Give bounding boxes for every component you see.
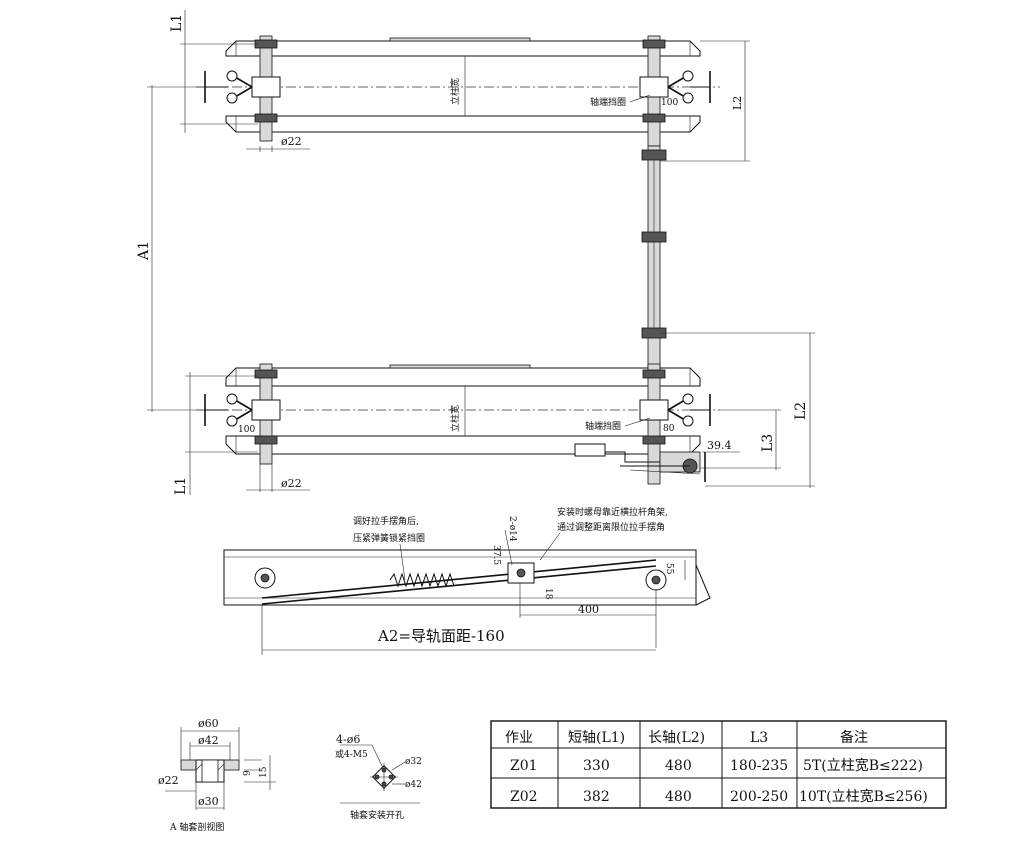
bottom-l1-label: L1 [173,477,189,495]
table-row-2-remark: 10T(立柱宽B≤256) [799,788,928,805]
detail-a-phi30: ø30 [198,795,219,808]
table-row-1-long: 480 [665,758,692,774]
side-spring [389,572,455,588]
table-row-1-job: Z01 [510,758,538,774]
top-l1-dimension: L1 [169,10,258,133]
table-header-job: 作业 [505,730,533,746]
detail-a-dim-9: 9 [243,770,253,776]
a1-label: A1 [136,241,152,261]
side-dim-18: 18 [543,588,553,600]
bottom-rail-lower [225,435,701,455]
side-dim-55: 55 [664,563,674,575]
table-row-1-short: 330 [583,758,610,774]
bottom-axle-end-stop-label: 轴端挡圈 [585,420,621,432]
bottom-dim-100: 100 [238,425,255,435]
side-note-right-2: 通过调整距离限位拉手摆角 [557,521,665,533]
side-note-left-2: 压紧弹簧锁紧挡圈 [353,532,425,544]
top-assembly: 立柱宽 轴端挡圈 100 ø22 [196,35,720,152]
detail-a-phi22: ø22 [158,774,179,787]
detail-a-dim-15: 15 [259,766,269,778]
table-row-1-remark: 5T(立柱宽B≤222) [803,757,923,774]
top-l1-label: L1 [169,14,185,32]
table-header-long-axle: 长轴(L2) [648,730,705,746]
top-dim-100: 100 [661,98,678,108]
bottom-dim-phi22: ø22 [281,477,302,490]
a1-dimension: A1 [136,85,205,412]
table-row-2-job: Z02 [510,789,538,805]
bottom-l2-label: L2 [793,402,809,420]
l3-label: L3 [760,434,776,452]
side-note-right-1: 安装时螺母靠近横拉杆角架, [557,506,668,518]
table-header-short-axle: 短轴(L1) [568,730,625,746]
side-note-left-1: 调好拉手摆角后, [353,515,419,527]
detail-hole-pattern: 4-ø6 或4-M5 ø32 ø42 轴套安装开孔 [335,733,422,821]
dim-39-4: 39.4 [707,439,732,452]
holes-phi42: ø42 [405,780,422,790]
table-header-l3: L3 [750,730,768,746]
holes-label-main: 4-ø6 [336,733,360,746]
top-dim-phi22: ø22 [281,135,302,148]
table-row-2-long: 480 [665,789,692,805]
top-rail-lower [225,115,701,133]
spec-table: 作业 短轴(L1) 长轴(L2) L3 备注 Z01 330 480 180-2… [490,720,947,809]
top-right-handle [667,76,686,98]
table-header-remark: 备注 [840,729,868,746]
table-row-2-l3: 200-250 [730,789,788,805]
top-rail-upper [225,40,701,57]
side-dim-2-phi14: 2-ø14 [507,516,517,542]
l3-dimension: L3 39.4 [700,409,781,470]
detail-a-caption: A 轴套剖视图 [169,821,224,833]
bottom-l2-dimension: L2 [660,332,815,488]
top-rail-bar [389,37,531,42]
bottom-dim-80: 80 [663,424,675,434]
bottom-l1-dimension: L1 [173,372,258,495]
table-row-2-short: 382 [583,789,610,805]
connecting-rod [641,145,667,372]
top-pillar-width-label: 立柱宽 [449,78,461,105]
top-l2-label: L2 [731,96,744,110]
side-frame [223,549,697,606]
side-tie-rod [261,559,657,599]
detail-a-bushing-section: ø60 ø42 ø22 ø30 9 15 A 轴套剖视图 [158,717,276,833]
side-dim-400: 400 [578,603,599,616]
holes-caption: 轴套安装开孔 [350,809,404,821]
top-left-handle [234,76,253,98]
side-dim-37-5: 37.5 [491,545,501,565]
detail-a-phi60: ø60 [198,717,219,730]
holes-label-alt: 或4-M5 [335,748,368,760]
bottom-pillar-width-label: 立柱宽 [449,405,461,432]
holes-phi32: ø32 [405,757,422,767]
bottom-rail-upper [225,367,701,387]
bottom-assembly: 立柱宽 轴端挡圈 80 100 ø22 [196,363,720,492]
side-view: 调好拉手摆角后, 压紧弹簧锁紧挡圈 安装时螺母靠近横拉杆角架, 通过调整距离限位… [223,506,711,655]
table-row-1-l3: 180-235 [730,758,788,774]
top-l2-dimension: L2 [660,40,750,162]
a2-label: A2=导轨面距-160 [377,627,505,645]
top-axle-end-stop-label: 轴端挡圈 [590,96,626,108]
detail-a-phi42: ø42 [198,734,219,747]
